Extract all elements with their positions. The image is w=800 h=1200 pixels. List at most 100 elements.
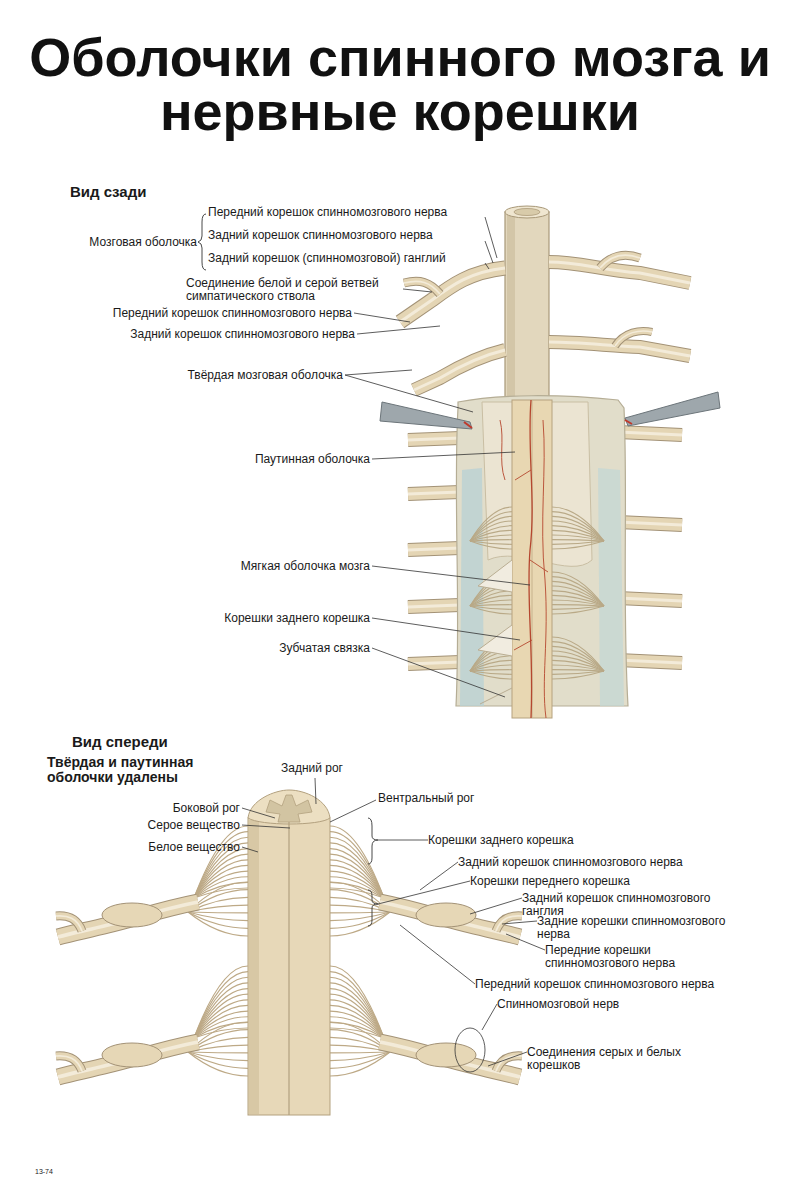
rootlet bbox=[552, 642, 604, 671]
rootlet bbox=[470, 605, 512, 606]
sheath-shade bbox=[507, 214, 515, 402]
leader-line bbox=[485, 263, 489, 269]
part-label: Твёрдая мозговая оболочка bbox=[43, 369, 343, 382]
rootlet bbox=[188, 1051, 248, 1053]
rootlet bbox=[188, 912, 248, 936]
rootlet bbox=[330, 912, 390, 936]
nerve-outline bbox=[414, 350, 505, 390]
rootlet bbox=[330, 1051, 390, 1053]
callout-ring bbox=[455, 1028, 485, 1072]
part-label: Передний корешок спинномозгового нерва bbox=[52, 307, 352, 320]
part-label: Передние корешки спинномозгового нерва bbox=[545, 944, 695, 969]
view-heading: Вид спереди bbox=[72, 734, 272, 750]
part-label: Вентральный рог bbox=[378, 792, 578, 805]
rootlet bbox=[330, 1005, 384, 1038]
cord-cut-end bbox=[505, 206, 549, 218]
blood-vessel bbox=[500, 420, 548, 718]
spinal-ganglion bbox=[102, 903, 162, 927]
rootlet bbox=[552, 535, 604, 541]
rootlet bbox=[194, 1028, 248, 1038]
leader-line bbox=[357, 326, 440, 334]
leader-line bbox=[372, 566, 530, 585]
nerve-root-group bbox=[56, 966, 248, 1077]
rootlet bbox=[552, 600, 604, 606]
leader-line bbox=[482, 1004, 497, 1030]
leader-line bbox=[345, 370, 412, 375]
nerve-highlight bbox=[408, 492, 460, 494]
rootlet bbox=[470, 512, 512, 541]
rootlet bbox=[330, 888, 384, 898]
rootlet bbox=[552, 512, 604, 541]
nerve bbox=[408, 492, 460, 494]
rootlet bbox=[470, 656, 512, 671]
blood-vessel bbox=[529, 400, 532, 718]
rootlet bbox=[470, 671, 512, 679]
nerve bbox=[408, 548, 460, 550]
rootlet bbox=[552, 591, 604, 606]
rootlet bbox=[552, 516, 604, 541]
rootlet bbox=[330, 826, 384, 898]
nerve bbox=[600, 255, 640, 268]
rootlet bbox=[188, 911, 248, 913]
nerve-highlight bbox=[400, 268, 505, 322]
nerve-highlight bbox=[618, 432, 682, 435]
nerve-highlight bbox=[549, 262, 690, 283]
part-label: Задние корешки спинномозгового нерва bbox=[537, 915, 752, 940]
nerve bbox=[408, 438, 460, 440]
part-label: Мозговая оболочка bbox=[40, 236, 197, 249]
nerve-highlight bbox=[404, 281, 440, 294]
leader-line bbox=[470, 898, 522, 914]
nerve-outline bbox=[408, 662, 460, 664]
part-label: Мягкая оболочка мозга bbox=[70, 560, 370, 573]
rootlet bbox=[552, 541, 604, 549]
rootlet bbox=[194, 1000, 248, 1038]
nerve-outline bbox=[615, 331, 652, 346]
rootlet bbox=[552, 637, 604, 671]
rootlet bbox=[470, 535, 512, 541]
forceps bbox=[380, 402, 472, 429]
nerve-highlight bbox=[408, 438, 460, 440]
rootlet bbox=[194, 1005, 248, 1038]
spinal-cord-sheath bbox=[505, 212, 549, 404]
rootlet bbox=[470, 591, 512, 606]
nerve-outline bbox=[618, 522, 682, 525]
leader-line bbox=[400, 925, 475, 984]
part-label: Корешки переднего корешка bbox=[470, 875, 770, 888]
rootlet bbox=[330, 1052, 390, 1068]
rootlet bbox=[470, 516, 512, 541]
nerve-outline bbox=[408, 548, 460, 550]
nerve-highlight bbox=[408, 662, 460, 664]
cord-cut-core bbox=[514, 209, 540, 216]
part-label: Задний корешок спинномозгового нерва bbox=[208, 229, 498, 242]
nerve-highlight bbox=[56, 1056, 82, 1071]
leader-line bbox=[372, 452, 515, 459]
rootlet bbox=[470, 530, 512, 541]
spinal-ganglion bbox=[416, 903, 476, 927]
leader-line bbox=[378, 881, 470, 904]
nerve-outline bbox=[408, 438, 460, 440]
rootlet bbox=[552, 671, 604, 679]
rootlet bbox=[552, 606, 604, 614]
nerve-highlight bbox=[600, 255, 640, 268]
nerve bbox=[414, 350, 505, 390]
leader-line bbox=[502, 921, 537, 924]
bracket bbox=[198, 214, 206, 270]
rootlet bbox=[470, 670, 512, 671]
rootlet bbox=[552, 581, 604, 606]
nerve-highlight bbox=[408, 548, 460, 550]
nerve-outline bbox=[618, 598, 682, 601]
nerve bbox=[618, 660, 682, 663]
rootlet bbox=[330, 966, 384, 1038]
rootlet bbox=[470, 595, 512, 606]
nerve-outline bbox=[549, 262, 690, 283]
nerve-outline bbox=[618, 432, 682, 435]
rootlet bbox=[470, 540, 512, 541]
rootlet bbox=[188, 912, 248, 928]
nerve-outline bbox=[408, 492, 460, 494]
leader-line bbox=[403, 289, 432, 292]
rootlet bbox=[330, 977, 384, 1038]
part-label: Белое вещество bbox=[40, 841, 240, 854]
rootlet bbox=[194, 994, 248, 1038]
part-label: Задний корешок (спинномозговой) ганглий bbox=[208, 252, 498, 265]
